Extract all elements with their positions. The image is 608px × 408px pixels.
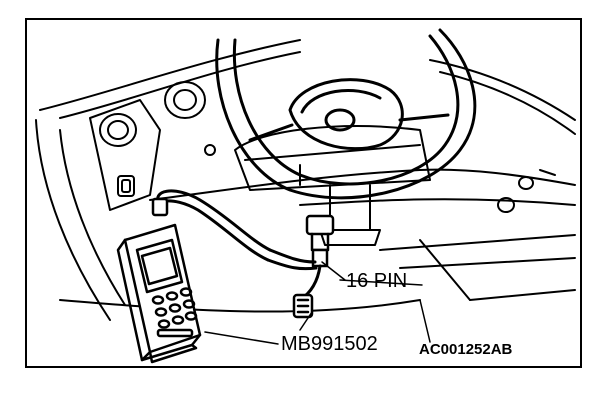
leader-lines <box>204 261 431 345</box>
steering-wheel <box>215 28 477 200</box>
right-dash-details <box>497 169 556 213</box>
tool-part-number-label: MB991502 <box>281 333 378 355</box>
connector-label: 16 PIN <box>346 270 408 292</box>
adapter-plug <box>151 197 314 319</box>
left-dash-panel <box>35 81 216 321</box>
figure-reference-label: AC001252AB <box>419 341 513 358</box>
figure-frame <box>25 18 582 368</box>
scan-tool <box>116 223 202 364</box>
diagnostic-connector <box>305 214 335 268</box>
dashboard-outline <box>39 39 576 313</box>
